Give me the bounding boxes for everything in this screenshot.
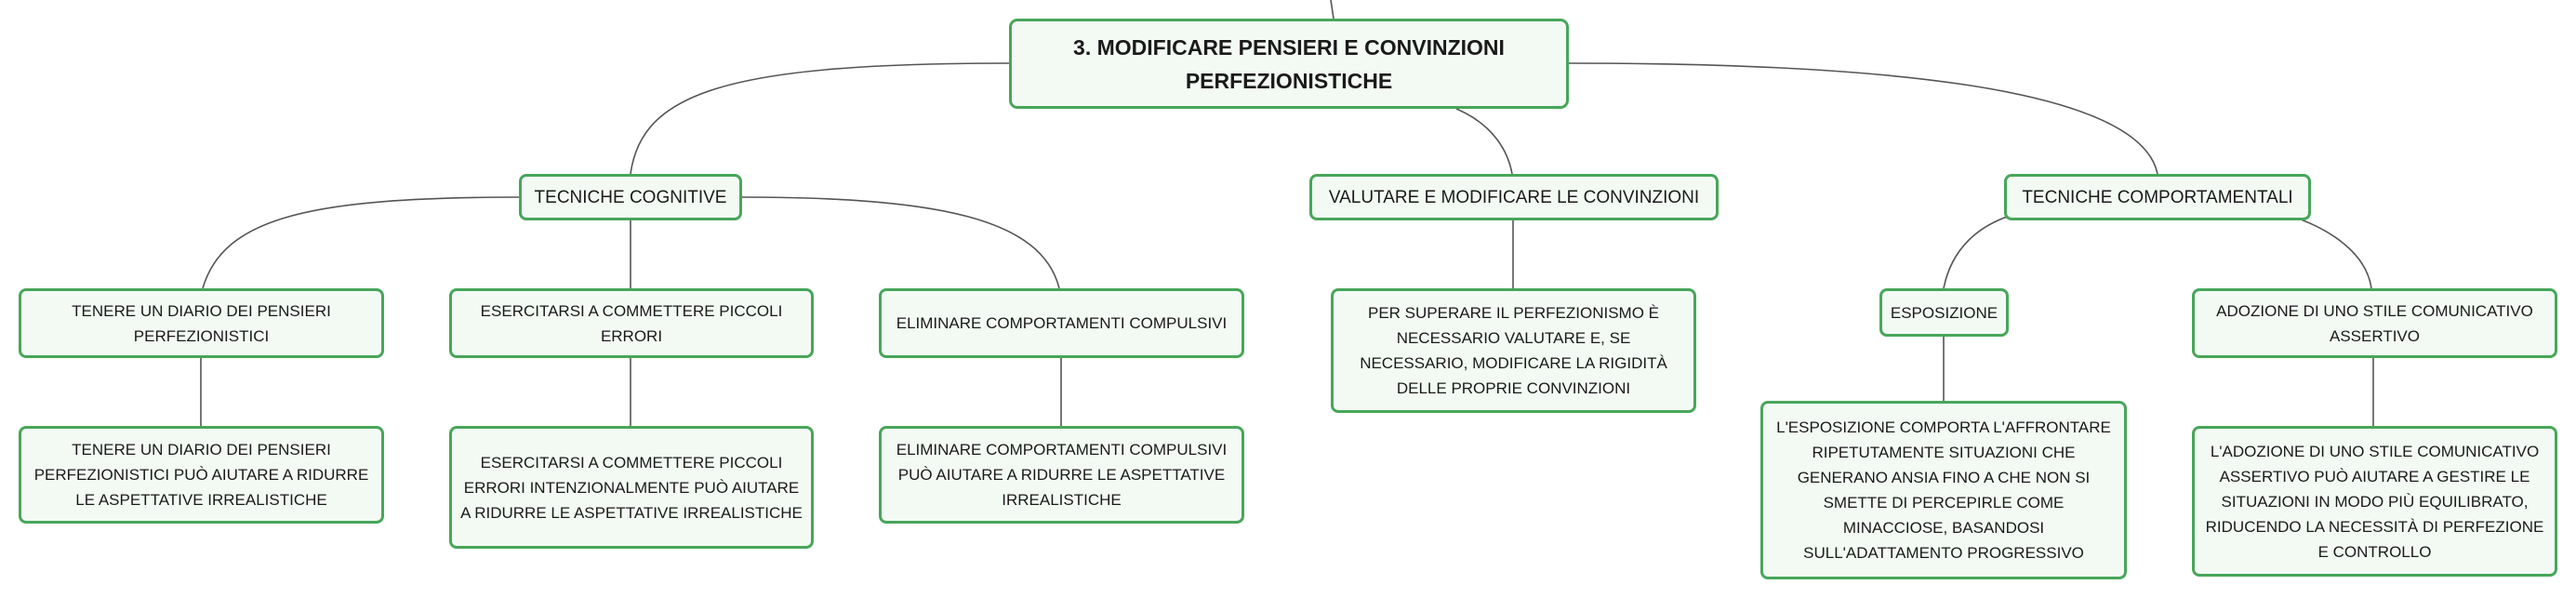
node-commettere-errori[interactable]: ESERCITARSI A COMMETTERE PICCOLI ERRORI <box>449 288 814 358</box>
node-comportamenti-compulsivi[interactable]: ELIMINARE COMPORTAMENTI COMPULSIVI <box>879 288 1244 358</box>
node-detail-text: PER SUPERARE IL PERFEZIONISMO È NECESSAR… <box>1360 304 1667 397</box>
detail-commettere-errori[interactable]: ESERCITARSI A COMMETTERE PICCOLI ERRORI … <box>449 426 814 549</box>
node-valutare-convinzioni[interactable]: VALUTARE E MODIFICARE LE CONVINZIONI <box>1309 174 1719 220</box>
node-detail-text: ELIMINARE COMPORTAMENTI COMPULSIVI PUÒ A… <box>896 441 1228 509</box>
node-detail-text: TENERE UN DIARIO DEI PENSIERI PERFEZIONI… <box>33 441 369 509</box>
connector-root-parent <box>1330 0 1334 20</box>
node-label: VALUTARE E MODIFICARE LE CONVINZIONI <box>1328 187 1700 207</box>
node-detail-text: ESERCITARSI A COMMETTERE PICCOLI ERRORI … <box>460 453 803 522</box>
node-label: TECNICHE COMPORTAMENTALI <box>2022 187 2293 207</box>
root-label: 3. MODIFICARE PENSIERI E CONVINZIONI PER… <box>1073 34 1505 93</box>
node-label: ESERCITARSI A COMMETTERE PICCOLI ERRORI <box>480 301 783 345</box>
node-detail-text: L'ESPOSIZIONE COMPORTA L'AFFRONTARE RIPE… <box>1776 419 2111 562</box>
detail-comportamenti-compulsivi[interactable]: ELIMINARE COMPORTAMENTI COMPULSIVI PUÒ A… <box>879 426 1244 524</box>
node-tecniche-cognitive[interactable]: TECNICHE COGNITIVE <box>519 174 742 220</box>
detail-esposizione[interactable]: L'ESPOSIZIONE COMPORTA L'AFFRONTARE RIPE… <box>1760 401 2127 579</box>
node-esposizione[interactable]: ESPOSIZIONE <box>1879 288 2009 337</box>
node-label: TENERE UN DIARIO DEI PENSIERI PERFEZIONI… <box>72 301 331 345</box>
node-label: ESPOSIZIONE <box>1890 303 1998 322</box>
node-diario-pensieri[interactable]: TENERE UN DIARIO DEI PENSIERI PERFEZIONI… <box>19 288 384 358</box>
detail-stile-assertivo[interactable]: L'ADOZIONE DI UNO STILE COMUNICATIVO ASS… <box>2192 426 2557 577</box>
connector-root-tecniche-comportamentali <box>1568 62 2158 175</box>
node-label: TECNICHE COGNITIVE <box>534 187 727 207</box>
connector-comportamentali-assertivo <box>2277 211 2372 289</box>
node-tecniche-comportamentali[interactable]: TECNICHE COMPORTAMENTALI <box>2004 174 2311 220</box>
connector-cognitive-compulsivi <box>740 196 1060 289</box>
node-stile-assertivo[interactable]: ADOZIONE DI UNO STILE COMUNICATIVO ASSER… <box>2192 288 2557 358</box>
root-node[interactable]: 3. MODIFICARE PENSIERI E CONVINZIONI PER… <box>1009 19 1569 109</box>
connector-root-tecniche-cognitive <box>630 62 1010 175</box>
connector-root-valutare <box>1455 108 1513 175</box>
node-label: ELIMINARE COMPORTAMENTI COMPULSIVI <box>896 314 1228 332</box>
connector-comportamentali-esposizione <box>1943 211 2024 289</box>
detail-diario-pensieri[interactable]: TENERE UN DIARIO DEI PENSIERI PERFEZIONI… <box>19 426 384 524</box>
node-detail-text: L'ADOZIONE DI UNO STILE COMUNICATIVO ASS… <box>2205 442 2544 561</box>
connector-cognitive-diario <box>202 196 520 289</box>
detail-valutare-convinzioni[interactable]: PER SUPERARE IL PERFEZIONISMO È NECESSAR… <box>1331 288 1696 413</box>
node-label: ADOZIONE DI UNO STILE COMUNICATIVO ASSER… <box>2216 301 2533 345</box>
